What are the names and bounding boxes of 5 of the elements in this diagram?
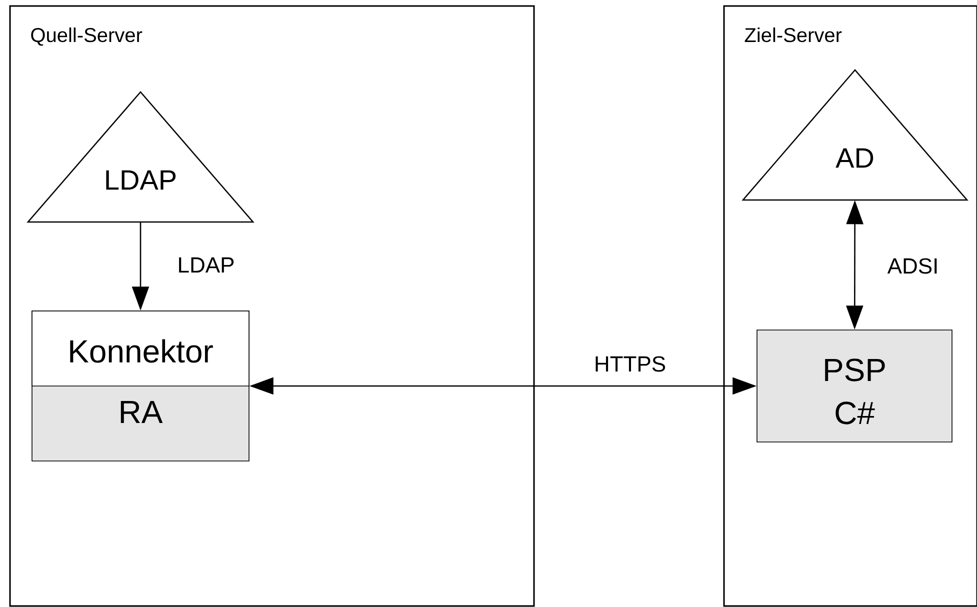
edge-label: ADSI (886, 257, 940, 275)
component-box: Konnektor RA (32, 310, 250, 462)
edge-label: HTTPS (592, 355, 668, 373)
edge-label: LDAP (176, 256, 236, 274)
component-box: PSP C# (756, 330, 952, 442)
